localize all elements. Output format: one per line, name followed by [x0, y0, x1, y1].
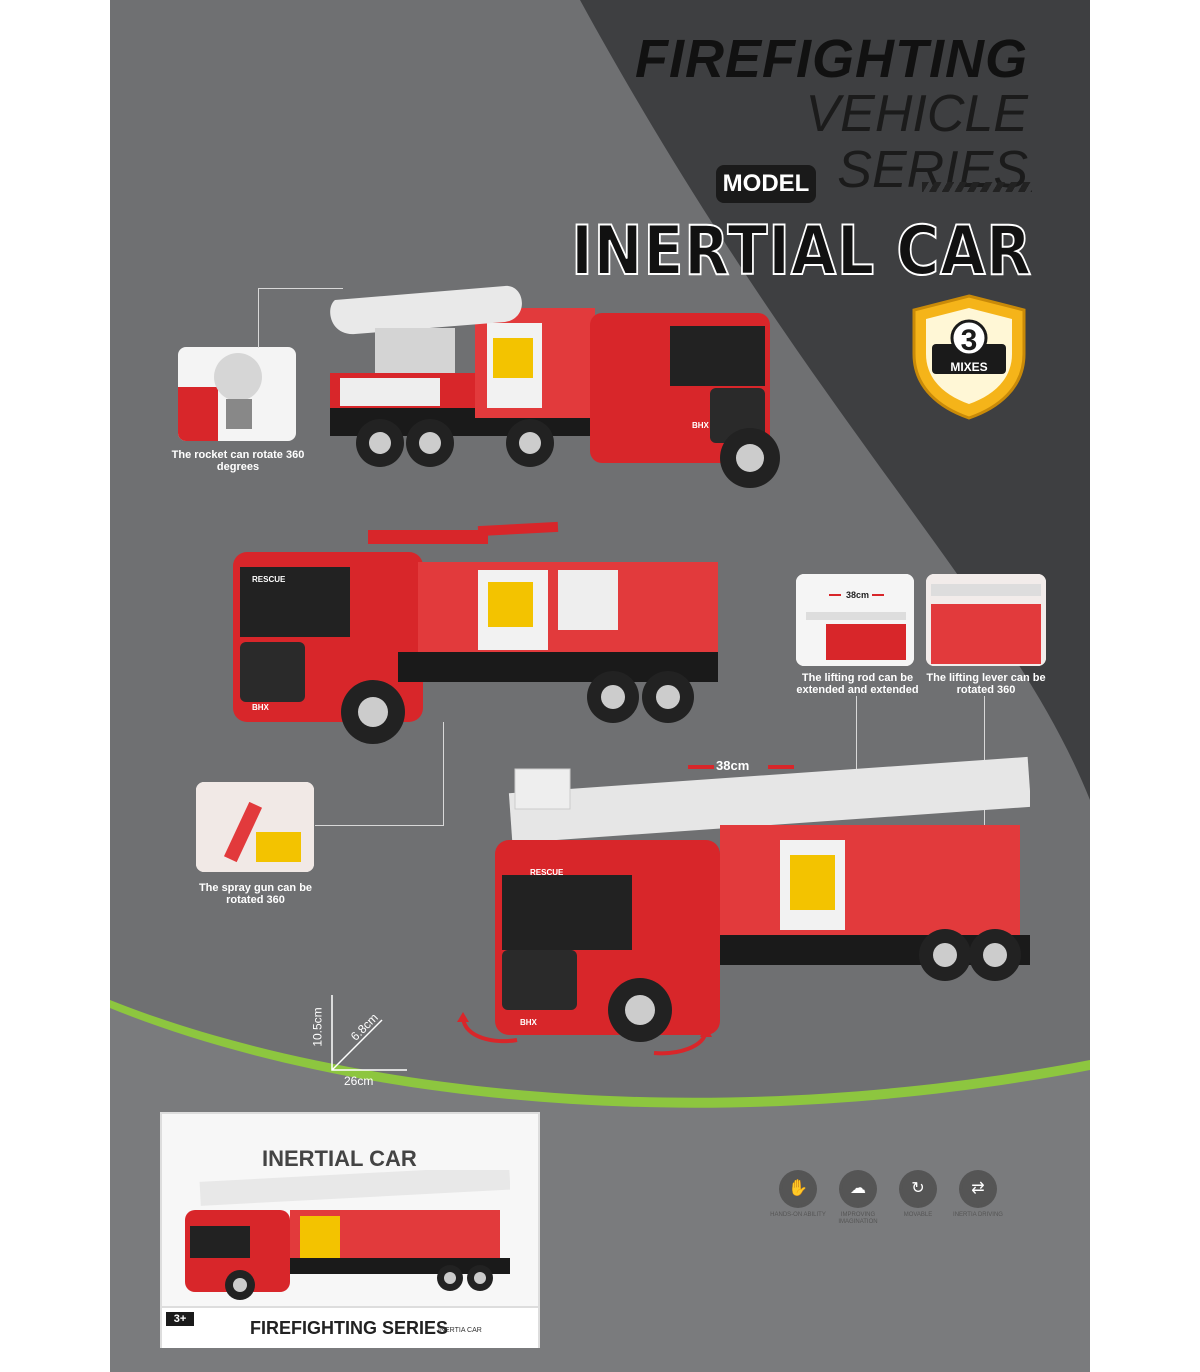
dimension-length: 26cm [344, 1074, 374, 1088]
mixes-shield-badge: 3 MIXES [912, 294, 1026, 420]
title-line-1: FIREFIGHTING [635, 29, 1028, 89]
rotate-arrow-icon [457, 1012, 518, 1044]
rescue-label-2: RESCUE [252, 575, 286, 584]
dimension-height: 10.5cm [310, 1007, 325, 1047]
title-stripes [922, 182, 1032, 192]
callout-line [258, 288, 343, 289]
lifting-lever-image [926, 574, 1046, 666]
arrow-left-icon [688, 765, 714, 769]
arrow-right-icon [768, 765, 794, 769]
spray-detail-card [196, 782, 314, 872]
rescue-label-3: RESCUE [530, 868, 564, 877]
spray-caption: The spray gun can be rotated 360 [198, 882, 313, 906]
badge-number: 3 [961, 324, 978, 357]
plate-1: BHX [692, 421, 710, 430]
feature-movable: ↻ MOVABLE [883, 1170, 953, 1219]
feature-label: HANDS-ON ABILITY [770, 1212, 826, 1218]
water-cannon-truck-image: RESCUE BHX [233, 521, 718, 744]
package-footer [162, 1306, 538, 1348]
ladder-length: 38cm [688, 758, 798, 776]
rocket-detail-card [178, 347, 296, 441]
callout-line [856, 696, 857, 774]
lifting-rod-card: 38cm [796, 574, 914, 666]
rocket-truck-image: BHX RESCUE [330, 285, 780, 488]
ladder-length-text: 38cm [716, 758, 750, 773]
callout-line [258, 288, 259, 348]
rocket-detail-image [178, 353, 262, 441]
title-line-2: VEHICLE [805, 85, 1028, 143]
brain-icon: ☁ [839, 1170, 877, 1208]
callout-line [315, 825, 443, 826]
dimension-axes [331, 995, 407, 1071]
badge-label: MIXES [950, 360, 987, 374]
model-badge: MODEL [716, 165, 816, 203]
callout-line [443, 722, 444, 826]
feature-label: MOVABLE [903, 1212, 933, 1218]
feature-inertia: ⇄ INERTIA DRIVING [943, 1170, 1013, 1219]
plate-3: BHX [520, 1018, 538, 1027]
rocket-caption: The rocket can rotate 360 degrees [171, 449, 305, 473]
rotate-icon: ↻ [899, 1170, 937, 1208]
product-title: INERTIAL CAR [570, 211, 1032, 292]
hand-icon: ✋ [779, 1170, 817, 1208]
spray-detail-image [196, 782, 314, 872]
ladder-truck-image: RESCUE BHX [495, 756, 1030, 1042]
feature-hands-on: ✋ HANDS-ON ABILITY [763, 1170, 833, 1219]
feature-imagination: ☁ IMPROVING IMAGINATION [823, 1170, 893, 1226]
lifting-rod-caption: The lifting rod can be extended and exte… [796, 672, 919, 696]
ladder-length-small: 38cm [846, 590, 869, 600]
package-title: INERTIAL CAR [262, 1146, 417, 1171]
plate-2: BHX [252, 703, 270, 712]
feature-label: IMPROVING IMAGINATION [838, 1212, 878, 1225]
age-badge: 3+ [166, 1312, 194, 1326]
package-truck-image [185, 1170, 510, 1300]
package-box: INERTIAL CAR 3+ FIREFIGHTING SERIES INER… [160, 1112, 540, 1348]
arrows-icon: ⇄ [959, 1170, 997, 1208]
lifting-lever-card [926, 574, 1046, 666]
lifting-rod-image: 38cm [796, 574, 914, 666]
feature-label: INERTIA DRIVING [953, 1212, 1003, 1218]
package-sub: INERTIA CAR [438, 1327, 482, 1334]
lifting-lever-caption: The lifting lever can be rotated 360 [926, 672, 1046, 696]
package-series: FIREFIGHTING SERIES [250, 1318, 449, 1338]
rotate-arrow-icon [653, 1025, 712, 1056]
